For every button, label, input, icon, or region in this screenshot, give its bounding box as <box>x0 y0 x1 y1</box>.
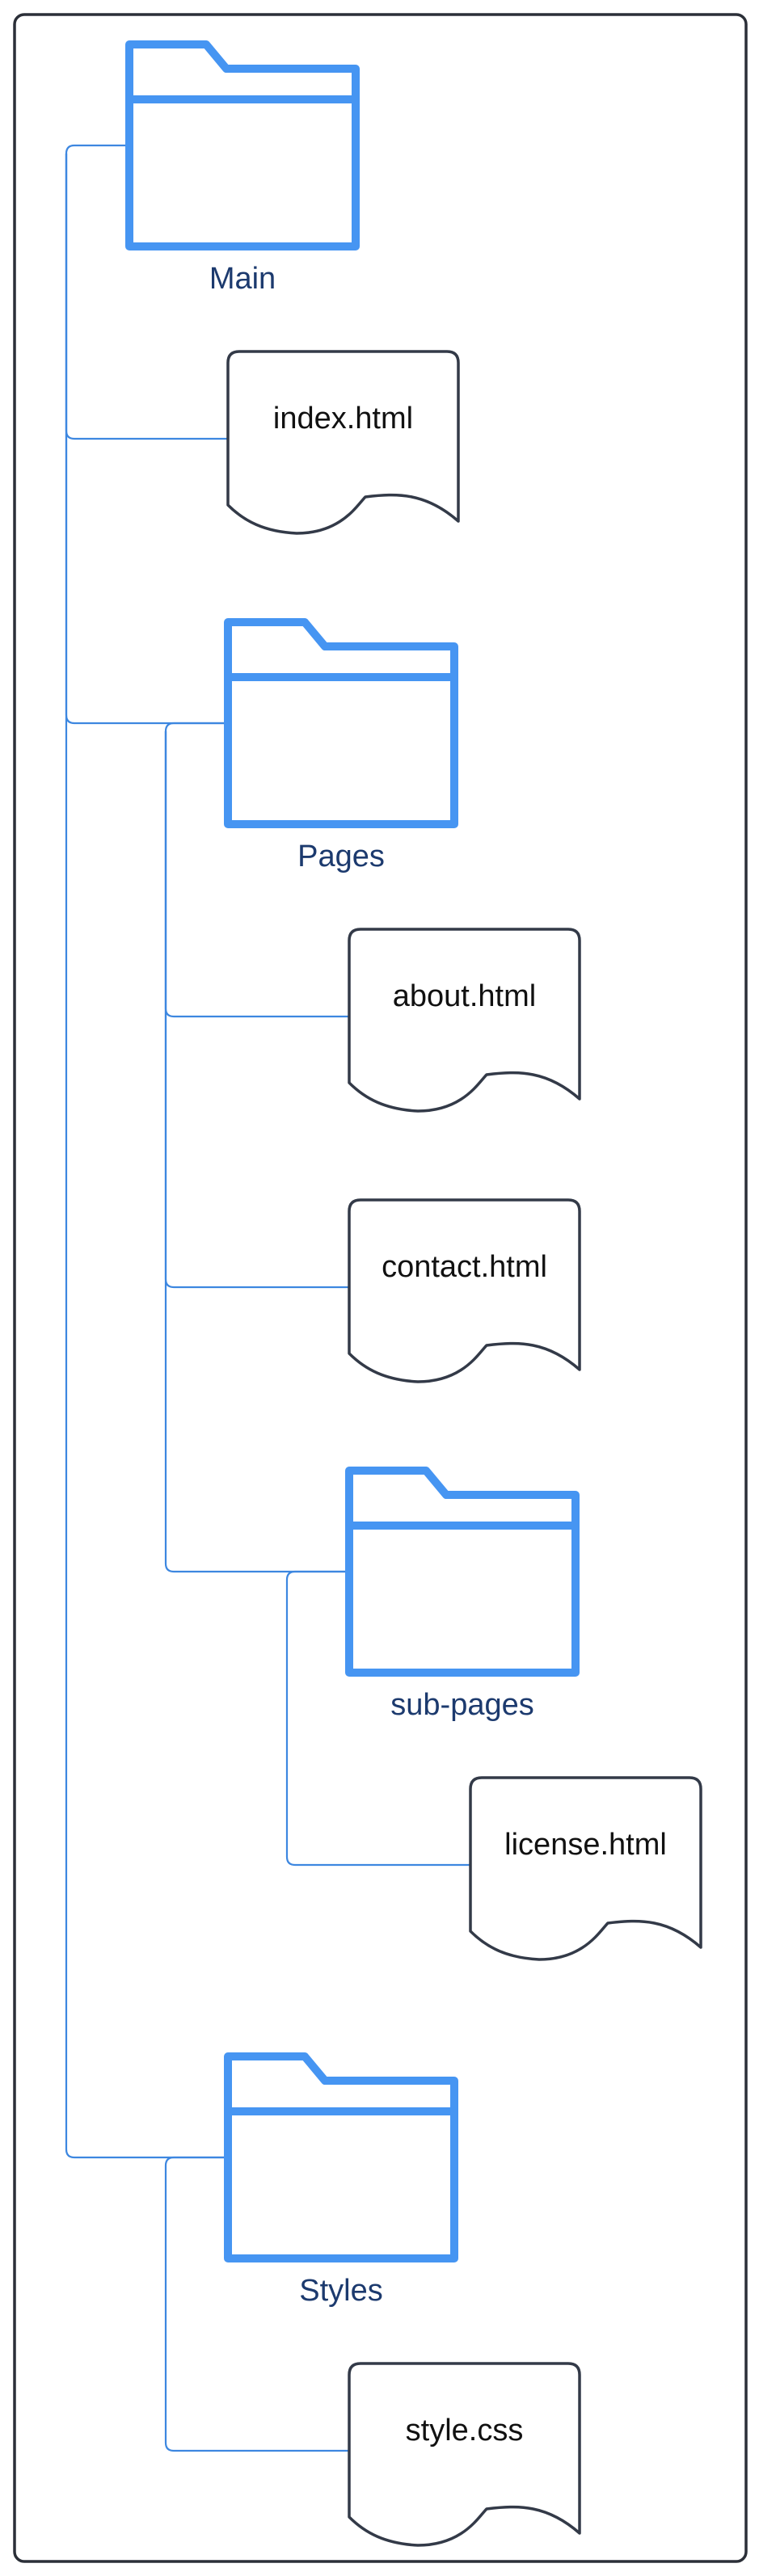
connector-line <box>164 722 228 732</box>
folder-node-main: Main <box>125 40 360 296</box>
file-label: about.html <box>393 979 536 1013</box>
tree-connectors <box>65 144 470 2452</box>
file-label: style.css <box>406 2414 524 2448</box>
file-node-license: license.html <box>469 1776 702 1961</box>
document-icon <box>469 1776 702 1961</box>
folder-label: Pages <box>297 840 385 873</box>
file-label: index.html <box>273 402 413 436</box>
folder-node-subpages: sub-pages <box>345 1467 580 1722</box>
connector-line <box>65 144 129 154</box>
file-node-about: about.html <box>348 928 581 1113</box>
document-icon <box>226 350 460 535</box>
connector-line <box>285 1580 470 1867</box>
file-node-index: index.html <box>226 350 460 535</box>
file-label: contact.html <box>382 1250 547 1284</box>
folder-icon <box>125 40 360 250</box>
folder-label: Styles <box>299 2274 382 2308</box>
file-node-contact: contact.html <box>348 1198 581 1383</box>
connector-line <box>164 2156 228 2166</box>
folder-icon <box>345 1467 580 1677</box>
connector-line <box>164 2166 349 2452</box>
folder-label: Main <box>209 262 276 296</box>
folder-icon <box>224 2052 458 2262</box>
connector-line <box>65 154 228 2159</box>
file-label: license.html <box>504 1828 667 1862</box>
folder-label: sub-pages <box>390 1688 533 1722</box>
folder-node-pages: Pages <box>224 618 458 873</box>
connector-line <box>285 1570 349 1581</box>
file-node-style: style.css <box>348 2362 581 2547</box>
connector-line <box>164 731 349 1573</box>
folder-icon <box>224 618 458 828</box>
document-icon <box>348 2362 581 2547</box>
document-icon <box>348 1198 581 1383</box>
document-icon <box>348 928 581 1113</box>
folder-node-styles: Styles <box>224 2052 458 2308</box>
